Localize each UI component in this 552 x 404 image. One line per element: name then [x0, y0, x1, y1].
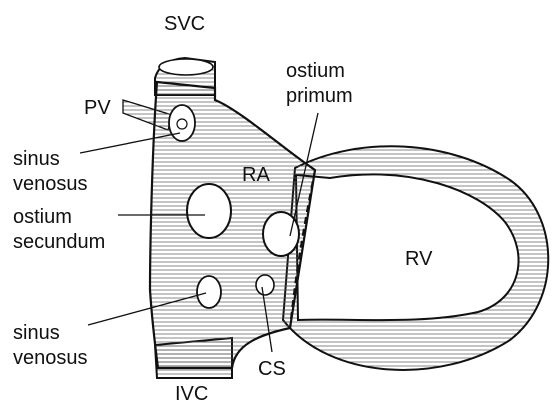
ostium-secundum-opening — [187, 184, 231, 238]
label-rv: RV — [405, 248, 433, 270]
label-cs: CS — [258, 358, 286, 380]
label-sinus-venosus-inferior-1: sinus — [13, 322, 60, 344]
label-pv: PV — [84, 97, 111, 119]
sinus-venosus-superior-opening — [169, 105, 195, 141]
label-ostium-secundum-2: secundum — [13, 231, 105, 253]
label-ostium-primum-1: ostium — [286, 60, 345, 82]
sinus-venosus-inferior-opening — [197, 276, 221, 308]
coronary-sinus-opening — [256, 275, 274, 295]
label-ivc: IVC — [175, 383, 208, 404]
label-sinus-venosus-inferior-2: venosus — [13, 347, 88, 369]
label-ra: RA — [242, 164, 270, 186]
label-ostium-primum-2: primum — [286, 85, 353, 107]
svc-opening — [159, 59, 213, 75]
label-svc: SVC — [164, 13, 205, 35]
label-sinus-venosus-superior-1: sinus — [13, 148, 60, 170]
label-sinus-venosus-superior-2: venosus — [13, 173, 88, 195]
label-ostium-secundum-1: ostium — [13, 206, 72, 228]
